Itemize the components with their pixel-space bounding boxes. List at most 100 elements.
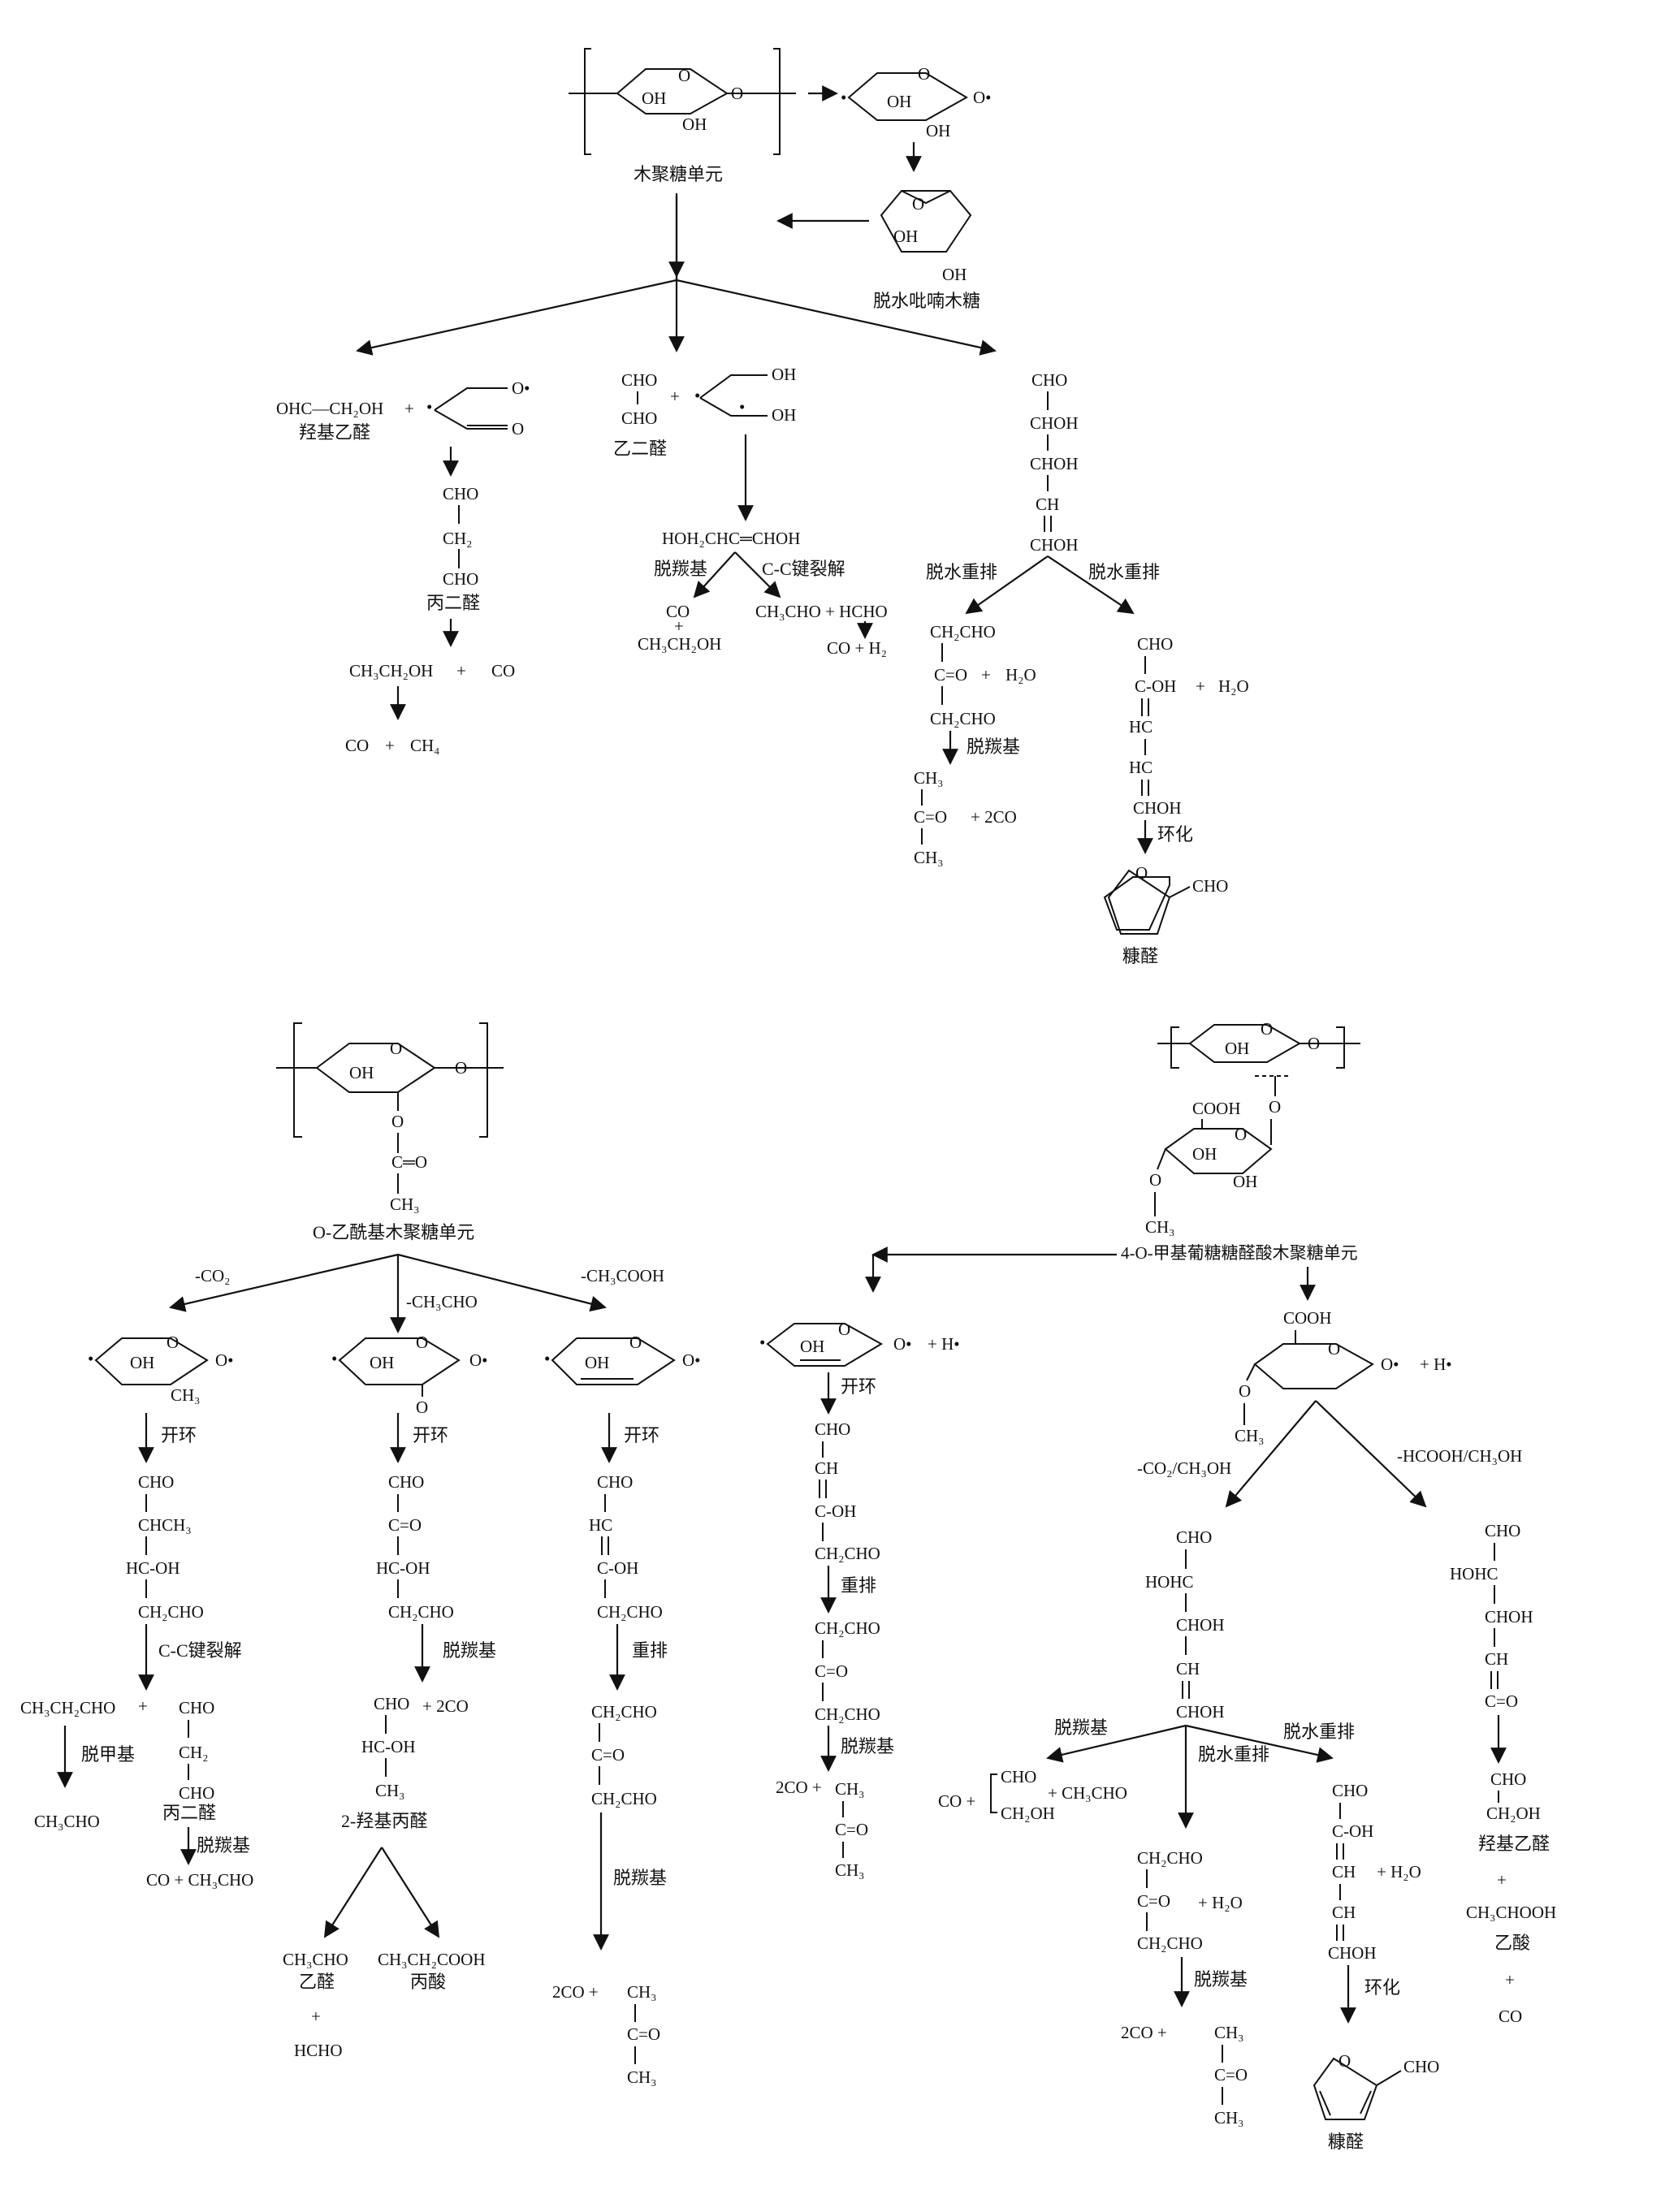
svg-text:+: + xyxy=(981,665,991,685)
svg-text:CHOH: CHOH xyxy=(1176,1615,1225,1635)
svg-text:CH₂CHO: CH₂CHO xyxy=(815,1704,880,1724)
svg-text:CHOH: CHOH xyxy=(1176,1702,1225,1722)
svg-text:乙醛: 乙醛 xyxy=(299,1972,335,1992)
glucuronic-xylan-label: 4-O-甲基葡糖糖醛酸木聚糖单元 xyxy=(1121,1243,1358,1263)
hydroxyacetaldehyde: 羟基乙醛 xyxy=(299,422,370,443)
svg-text:CH₃CHOOH: CH₃CHOOH xyxy=(1466,1903,1556,1922)
svg-text:开环: 开环 xyxy=(624,1425,660,1445)
svg-text:COOH: COOH xyxy=(1192,1099,1241,1118)
svg-text:脱水重排: 脱水重排 xyxy=(1198,1744,1269,1765)
svg-text:CHO: CHO xyxy=(597,1472,633,1492)
malondialdehyde: 丙二醛 xyxy=(426,593,480,613)
svg-text:CH₂CHO: CH₂CHO xyxy=(1137,1933,1203,1953)
svg-text:CHO: CHO xyxy=(1137,634,1173,654)
svg-text:C-OH: C-OH xyxy=(597,1558,638,1578)
svg-text:CHO: CHO xyxy=(621,370,657,390)
svg-text:O: O xyxy=(1269,1097,1281,1117)
svg-text:C=O: C=O xyxy=(934,665,967,685)
svg-text:脱羰基: 脱羰基 xyxy=(1194,1969,1248,1990)
svg-text:O: O xyxy=(918,64,930,84)
svg-text:CH: CH xyxy=(1332,1862,1356,1881)
svg-text:CH₃CH₂OH: CH₃CH₂OH xyxy=(638,634,721,654)
svg-text:脱羰基: 脱羰基 xyxy=(1054,1717,1108,1738)
svg-text:脱甲基: 脱甲基 xyxy=(81,1744,135,1765)
svg-text:CH₂CHO: CH₂CHO xyxy=(591,1702,657,1722)
svg-text:CH₂OH: CH₂OH xyxy=(1001,1804,1055,1823)
xylan-unit-label: 木聚糖单元 xyxy=(634,164,723,184)
svg-text:H₂O: H₂O xyxy=(1005,665,1036,685)
svg-text:OH: OH xyxy=(130,1353,154,1372)
svg-text:O•: O• xyxy=(512,378,530,398)
furfural-2: 糠醛 xyxy=(1328,2132,1364,2152)
svg-text:OH: OH xyxy=(887,92,911,111)
svg-text:乙酸: 乙酸 xyxy=(1494,1933,1530,1953)
svg-text:CHCH₃: CHCH₃ xyxy=(138,1515,192,1535)
svg-text:OH: OH xyxy=(585,1353,609,1372)
svg-text:O: O xyxy=(390,1039,402,1058)
svg-text:OH: OH xyxy=(1233,1172,1257,1191)
svg-text:CH₂CHO: CH₂CHO xyxy=(930,622,996,642)
svg-text:CH: CH xyxy=(815,1458,838,1478)
svg-text:开环: 开环 xyxy=(413,1425,448,1445)
svg-text:OH: OH xyxy=(682,114,707,134)
svg-text:O•: O• xyxy=(1381,1354,1399,1374)
svg-text:-CO₂/CH₃OH: -CO₂/CH₃OH xyxy=(1137,1458,1231,1478)
svg-text:脱水重排: 脱水重排 xyxy=(1283,1722,1355,1742)
svg-text:+: + xyxy=(1505,1970,1515,1990)
svg-text:脱羰基: 脱羰基 xyxy=(841,1736,894,1756)
svg-text:CHO: CHO xyxy=(1485,1521,1520,1540)
svg-text:2CO +: 2CO + xyxy=(552,1982,599,2002)
anhydroxylopyranose: O OH OH xyxy=(880,190,972,284)
svg-text:CH₃: CH₃ xyxy=(627,1982,657,2002)
svg-text:C-OH: C-OH xyxy=(1135,676,1176,696)
svg-text:C=O: C=O xyxy=(835,1820,868,1839)
svg-text:CHO: CHO xyxy=(443,569,478,589)
svg-text:OH: OH xyxy=(642,89,666,108)
svg-text:CH₂CHO: CH₂CHO xyxy=(138,1602,204,1622)
svg-text:-CO₂: -CO₂ xyxy=(195,1266,231,1285)
furfural: 糠醛 xyxy=(1122,946,1158,966)
svg-text:开环: 开环 xyxy=(161,1425,197,1445)
svg-text:+: + xyxy=(456,661,466,680)
svg-text:+: + xyxy=(138,1696,148,1716)
xylan-unit-structure: O O OH OH xyxy=(569,48,796,155)
svg-text:C-OH: C-OH xyxy=(1332,1821,1373,1841)
glucuronic-mid: CHO HOHC CHOH CH CHOH 脱羰基 脱水重排 脱水重排 CO +… xyxy=(938,1527,1439,2152)
svg-text:CH₃CH₂CHO: CH₃CH₂CHO xyxy=(20,1698,115,1717)
svg-text:HOHC: HOHC xyxy=(1145,1572,1194,1592)
svg-text:+: + xyxy=(674,616,684,636)
svg-text:CH₃: CH₃ xyxy=(390,1195,420,1214)
svg-text:CH₂CHO: CH₂CHO xyxy=(597,1602,663,1622)
svg-text:O: O xyxy=(1235,1125,1247,1144)
route1: OHC—CH₂OH + • O• O 羟基乙醛 CHO CH₂ CHO 丙二醛 … xyxy=(276,378,530,755)
svg-text:+ H•: + H• xyxy=(1420,1354,1452,1374)
svg-text:羟基乙醛: 羟基乙醛 xyxy=(1478,1834,1550,1854)
svg-text:脱羰基: 脱羰基 xyxy=(613,1868,667,1888)
svg-text:CH₃: CH₃ xyxy=(835,1779,865,1799)
svg-text:OH: OH xyxy=(893,227,918,246)
svg-text:CH₂CHO: CH₂CHO xyxy=(815,1544,880,1563)
svg-text:CH₃: CH₃ xyxy=(375,1781,405,1800)
svg-text:脱羰基: 脱羰基 xyxy=(654,559,707,579)
svg-text:CH₂OH: CH₂OH xyxy=(1486,1804,1541,1823)
svg-text:CH₃CHO: CH₃CHO xyxy=(283,1950,348,1969)
svg-text:开环: 开环 xyxy=(841,1376,876,1397)
svg-text:O: O xyxy=(1135,863,1148,883)
svg-text:OH: OH xyxy=(1192,1144,1217,1164)
svg-text:O: O xyxy=(912,194,924,214)
svg-text:CHO: CHO xyxy=(621,408,657,428)
svg-text:O: O xyxy=(678,66,690,85)
svg-text:CH₂CHO: CH₂CHO xyxy=(1137,1848,1203,1868)
svg-text:CHO: CHO xyxy=(179,1698,214,1717)
svg-text:O•: O• xyxy=(893,1334,912,1354)
svg-text:C=O: C=O xyxy=(914,807,947,827)
glucuronic-ring-radical: COOH O O• + H• O CH₃ xyxy=(1235,1308,1452,1445)
svg-text:环化: 环化 xyxy=(1157,824,1193,845)
glucuronic-xylan-structure: O OH O O COOH O OH OH O CH₃ xyxy=(1145,1019,1360,1237)
acetyl-col3: • O OH O• 开环 CHO HC C-OH CH₂CHO 重排 CH₂CH… xyxy=(544,1333,701,2087)
svg-text:CHOH: CHOH xyxy=(1485,1607,1533,1627)
svg-text:HC: HC xyxy=(1129,758,1153,777)
svg-text:CO + CH₃CHO: CO + CH₃CHO xyxy=(146,1870,253,1890)
svg-text:CHO: CHO xyxy=(1001,1767,1036,1786)
